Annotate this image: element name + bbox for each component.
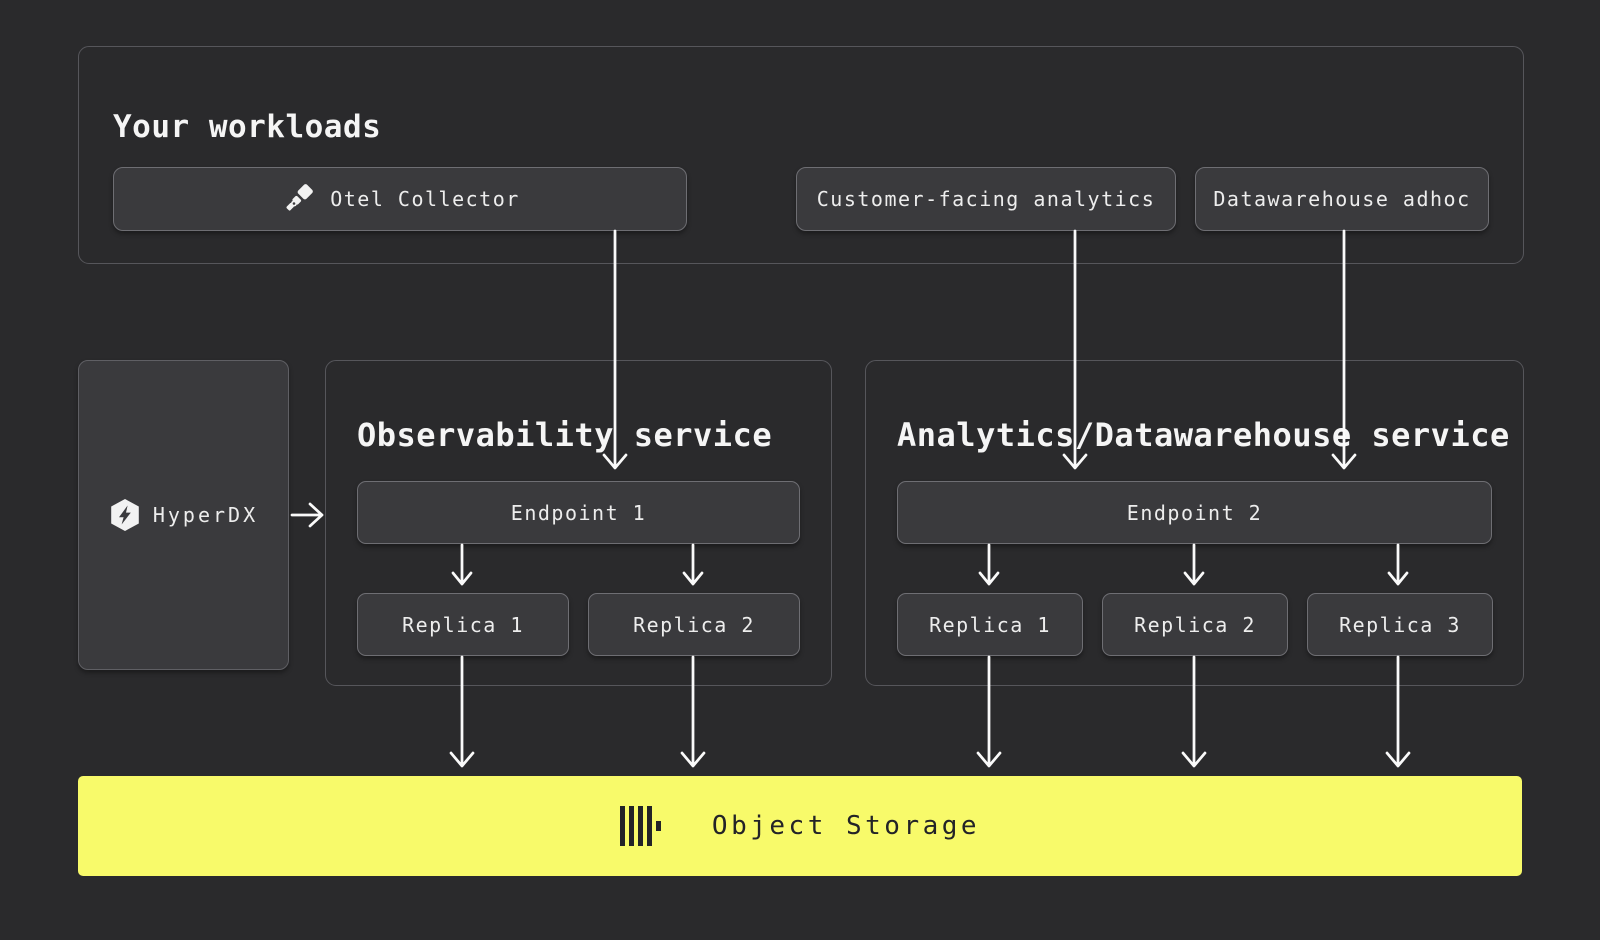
clickhouse-bars-icon bbox=[619, 806, 666, 846]
analytics-service-title: Analytics/Datawarehouse service bbox=[897, 415, 1510, 454]
ana-replica-3-label: Replica 3 bbox=[1339, 612, 1461, 637]
obs-replica-2-label: Replica 2 bbox=[633, 612, 755, 637]
obs-replica-1-label: Replica 1 bbox=[402, 612, 524, 637]
ana-replica-2-node: Replica 2 bbox=[1102, 593, 1288, 656]
hyperdx-label: HyperDX bbox=[152, 503, 259, 527]
analytics-service-panel: Analytics/Datawarehouse service Endpoint… bbox=[865, 360, 1524, 686]
ana-replica-1-node: Replica 1 bbox=[897, 593, 1083, 656]
endpoint-1-node: Endpoint 1 bbox=[357, 481, 800, 544]
obs-replica-2-node: Replica 2 bbox=[588, 593, 800, 656]
datawarehouse-adhoc-node: Datawarehouse adhoc bbox=[1195, 167, 1489, 231]
your-workloads-panel: Your workloads Otel Collector Customer-f… bbox=[78, 46, 1524, 264]
hexagon-lightning-icon bbox=[109, 498, 141, 532]
datawarehouse-adhoc-label: Datawarehouse adhoc bbox=[1213, 187, 1471, 211]
customer-facing-analytics-node: Customer-facing analytics bbox=[796, 167, 1176, 231]
customer-facing-analytics-label: Customer-facing analytics bbox=[816, 187, 1156, 211]
object-storage-node: Object Storage bbox=[78, 776, 1522, 876]
obs-replica-1-node: Replica 1 bbox=[357, 593, 569, 656]
telescope-icon bbox=[280, 181, 316, 217]
endpoint-2-label: Endpoint 2 bbox=[1126, 500, 1263, 525]
otel-collector-label: Otel Collector bbox=[330, 187, 520, 211]
observability-service-panel: Observability service Endpoint 1 Replica… bbox=[325, 360, 832, 686]
endpoint-1-label: Endpoint 1 bbox=[510, 500, 647, 525]
endpoint-2-node: Endpoint 2 bbox=[897, 481, 1492, 544]
ana-replica-2-label: Replica 2 bbox=[1134, 612, 1256, 637]
ana-replica-3-node: Replica 3 bbox=[1307, 593, 1493, 656]
ana-replica-1-label: Replica 1 bbox=[929, 612, 1051, 637]
observability-service-title: Observability service bbox=[357, 415, 773, 454]
otel-collector-node: Otel Collector bbox=[113, 167, 687, 231]
hyperdx-node: HyperDX bbox=[78, 360, 289, 670]
object-storage-label: Object Storage bbox=[711, 811, 981, 841]
your-workloads-title: Your workloads bbox=[113, 108, 382, 145]
arrow-hyperdx-to-observability bbox=[290, 502, 324, 528]
